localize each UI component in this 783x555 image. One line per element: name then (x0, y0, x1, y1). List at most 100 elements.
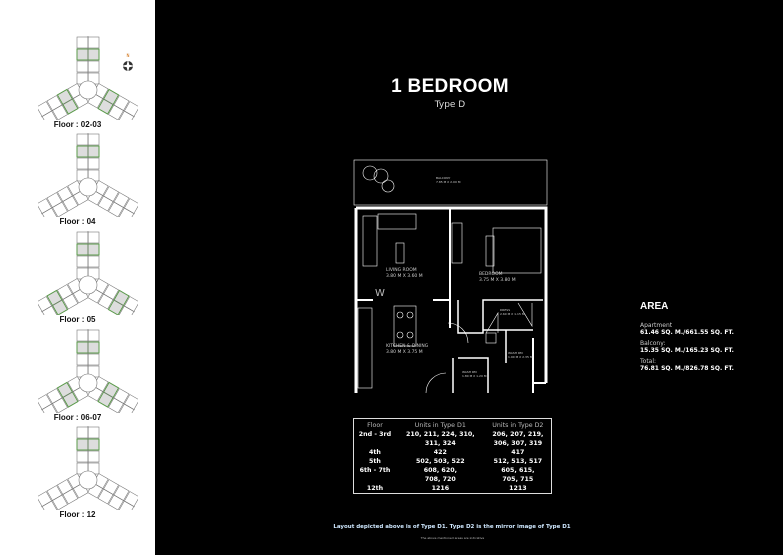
key-plan (38, 420, 138, 510)
balcony-outline (353, 159, 548, 206)
unit (87, 426, 100, 439)
core (78, 177, 98, 197)
wing-left (38, 83, 89, 120)
living-room-size: 3.80 M X 3.60 M (386, 274, 423, 279)
bedroom-size: 3.75 M X 3.80 M (479, 278, 516, 283)
unit (87, 353, 100, 366)
core (78, 470, 98, 490)
unit (76, 353, 89, 366)
type-d2-cell: 512, 513, 517 (493, 458, 543, 465)
floor-cell: 12th (366, 485, 384, 492)
floor-cell: 4th (369, 449, 381, 456)
unit (76, 133, 89, 146)
disclaimer: The above mentioned areas are indicative (420, 536, 485, 540)
key-plan: N (38, 30, 138, 120)
mirror-note: Layout depicted above is of Type D1. Typ… (333, 524, 571, 530)
wing-left (38, 376, 89, 413)
unit (76, 231, 89, 244)
area-total-label: Total: (640, 358, 657, 365)
table-row: 311, 324 306, 307, 319 (354, 439, 552, 448)
area-apartment-label: Apartment (640, 322, 673, 329)
type-d2-cell: 705, 715 (502, 476, 534, 483)
wing-top (76, 133, 100, 182)
floor-label: Floor : 02-03 (53, 120, 102, 129)
unit (76, 329, 89, 342)
washroom-2-label: WASH RM (462, 370, 477, 374)
highlighted-unit (76, 341, 89, 354)
key-plan (38, 127, 138, 217)
type-d2-cell: 306, 307, 319 (493, 440, 543, 447)
type-d1-cell: 210, 211, 224, 310, (405, 431, 475, 438)
kitchen-dining-size: 3.80 M X 3.75 M (386, 350, 423, 355)
unit (76, 426, 89, 439)
units-table: Floor Units in Type D1 Units in Type D2 … (353, 418, 552, 494)
col-floor: Floor (367, 422, 383, 429)
unit (87, 255, 100, 268)
unit (76, 36, 89, 49)
floor-cell (354, 439, 396, 448)
area-heading: AREA (640, 301, 669, 312)
floor-cell: 6th - 7th (359, 467, 391, 474)
highlighted-unit (87, 145, 100, 158)
floor-label: Floor : 12 (59, 510, 96, 519)
key-plan (38, 225, 138, 315)
unit (76, 450, 89, 463)
core (78, 275, 98, 295)
compass-north-label: N (127, 53, 130, 58)
unit (87, 231, 100, 244)
col-type-d1: Units in Type D1 (414, 422, 466, 429)
core (78, 373, 98, 393)
area-panel: AREA Apartment 61.46 SQ. M./661.55 SQ. F… (640, 301, 780, 376)
type-d1-cell: 608, 620, (423, 467, 457, 474)
unit (87, 450, 100, 463)
unit (87, 36, 100, 49)
unit (87, 329, 100, 342)
highlighted-unit (87, 48, 100, 61)
area-balcony-value: 15.35 SQ. M./165.23 SQ. FT. (640, 347, 734, 354)
highlighted-unit (87, 243, 100, 256)
wing-left (38, 180, 89, 217)
highlighted-unit (76, 438, 89, 451)
floor-cell (354, 475, 396, 484)
wing-right (87, 376, 138, 413)
floor-label: Floor : 04 (59, 217, 96, 226)
floor-cell: 2nd - 3rd (358, 431, 392, 438)
wing-right (87, 473, 138, 510)
washroom-1-size: 1.90 M X 2.35 M (508, 355, 533, 359)
wing-left (38, 473, 89, 510)
type-d1-cell: 311, 324 (424, 440, 456, 447)
type-d2-cell: 206, 207, 219, (492, 431, 544, 438)
table-row: 6th - 7th 608, 620, 605, 615, (354, 466, 552, 475)
highlighted-unit (76, 243, 89, 256)
type-d2-cell: 1213 (509, 485, 527, 492)
bedroom-label: BEDROOM (479, 272, 503, 277)
wing-top (76, 231, 100, 280)
area-balcony-label: Balcony: (640, 340, 666, 347)
floor-plan-drawing (353, 159, 548, 394)
dress-label: DRESS (500, 308, 511, 312)
wing-top (76, 329, 100, 378)
type-d1-cell: 708, 720 (424, 476, 456, 483)
floor-label: Floor : 06-07 (53, 413, 102, 422)
table-row: 2nd - 3rd 210, 211, 224, 310, 206, 207, 21… (354, 430, 552, 439)
page-subtitle: Type D (434, 100, 466, 110)
type-d1-cell: 502, 503, 522 (416, 458, 465, 465)
washroom-1-label: WASH RM (508, 351, 523, 355)
wing-top (76, 426, 100, 475)
wing-right (87, 278, 138, 315)
core (78, 80, 98, 100)
compass-icon: N (121, 53, 135, 73)
wing-left (38, 278, 89, 315)
highlighted-unit (76, 145, 89, 158)
unit (87, 60, 100, 73)
floor-label: Floor : 05 (59, 315, 96, 324)
type-d2-cell: 605, 615, (501, 467, 535, 474)
type-d2-cell: 417 (511, 449, 525, 456)
highlighted-unit (87, 341, 100, 354)
unit (87, 157, 100, 170)
